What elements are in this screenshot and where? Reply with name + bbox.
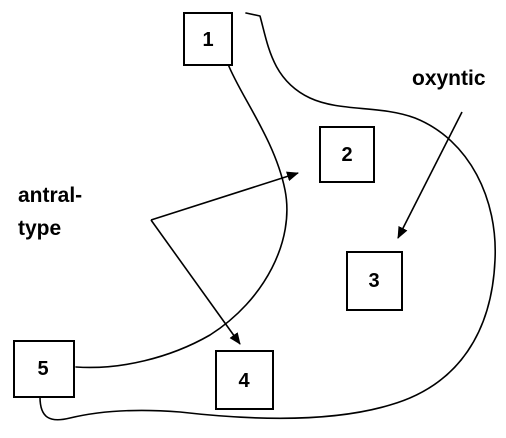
antral-label-line2: type (18, 217, 61, 240)
box-3: 3 (346, 251, 403, 311)
arrow-antral-to-2 (150, 171, 299, 221)
box-1-label: 1 (202, 29, 213, 51)
box-5-label: 5 (37, 358, 48, 380)
arrow-oxyntic-to-3 (397, 111, 463, 239)
box-1: 1 (183, 12, 233, 66)
arrow-antral-to-4 (150, 219, 241, 345)
box-2-label: 2 (341, 144, 352, 166)
box-3-label: 3 (368, 270, 379, 292)
box-2: 2 (319, 126, 375, 183)
oxyntic-label: oxyntic (412, 67, 486, 90)
box-5: 5 (13, 340, 75, 398)
box-4: 4 (215, 350, 274, 410)
stomach-inner-curve (75, 63, 288, 369)
stomach-outer-curve (39, 12, 496, 421)
box-4-label: 4 (238, 370, 250, 392)
antral-label-line1: antral- (18, 184, 82, 207)
